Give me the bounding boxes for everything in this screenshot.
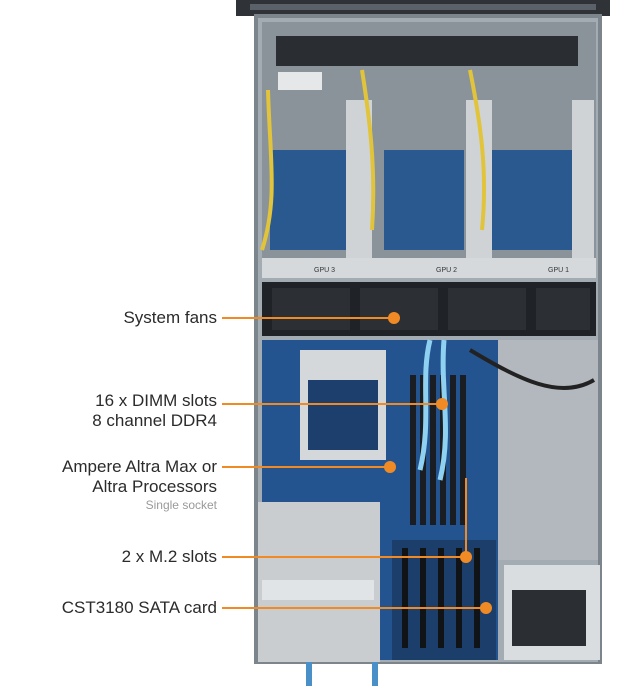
gpu-board-2 xyxy=(384,150,464,250)
callout-marker-3 xyxy=(384,461,396,473)
callout-dimm-slots-line-1: 16 x DIMM slots xyxy=(95,391,217,410)
gpu-tags: GPU 3 GPU 2 GPU 1 xyxy=(314,267,569,274)
callout-processor-line-2: Altra Processors xyxy=(92,477,217,496)
callout-dimm-slots: 16 x DIMM slots 8 channel DDR4 xyxy=(92,391,217,431)
right-cage xyxy=(498,340,598,560)
fan-2 xyxy=(360,288,438,330)
fan-4 xyxy=(536,288,590,330)
callout-m2-slots: 2 x M.2 slots xyxy=(122,547,217,567)
riser-bracket-3 xyxy=(572,100,594,260)
gpu-tag-3: GPU 1 xyxy=(548,267,569,274)
callout-dimm-slots-line-2: 8 channel DDR4 xyxy=(92,411,217,430)
callout-marker-5 xyxy=(480,602,492,614)
gpu-tag-1: GPU 3 xyxy=(314,267,335,274)
callout-processor-line-1: Ampere Altra Max or xyxy=(62,457,217,476)
gpu-board-1 xyxy=(270,150,360,250)
riser-bracket-1 xyxy=(346,100,372,260)
gpu-tag-rail xyxy=(262,258,596,278)
fan-1 xyxy=(272,288,350,330)
blue-latch-left xyxy=(306,662,312,686)
callout-processor: Ampere Altra Max or Altra Processors Sin… xyxy=(62,457,217,513)
callout-marker-2 xyxy=(436,398,448,410)
gpu-tag-2: GPU 2 xyxy=(436,267,457,274)
gpu-board-3 xyxy=(490,150,580,250)
callout-m2-slots-line-1: 2 x M.2 slots xyxy=(121,547,217,566)
callout-marker-1 xyxy=(388,312,400,324)
callout-sata-card-line-1: CST3180 SATA card xyxy=(61,598,217,617)
fan-3 xyxy=(448,288,526,330)
callout-system-fans: System fans xyxy=(123,308,217,328)
cpu-socket xyxy=(308,380,378,450)
callout-leaders xyxy=(222,312,492,614)
callout-system-fans-line-1: System fans xyxy=(123,308,217,327)
callout-processor-sub: Single socket xyxy=(145,498,217,512)
callout-sata-card: CST3180 SATA card xyxy=(62,598,217,618)
blue-latch-right xyxy=(372,662,378,686)
